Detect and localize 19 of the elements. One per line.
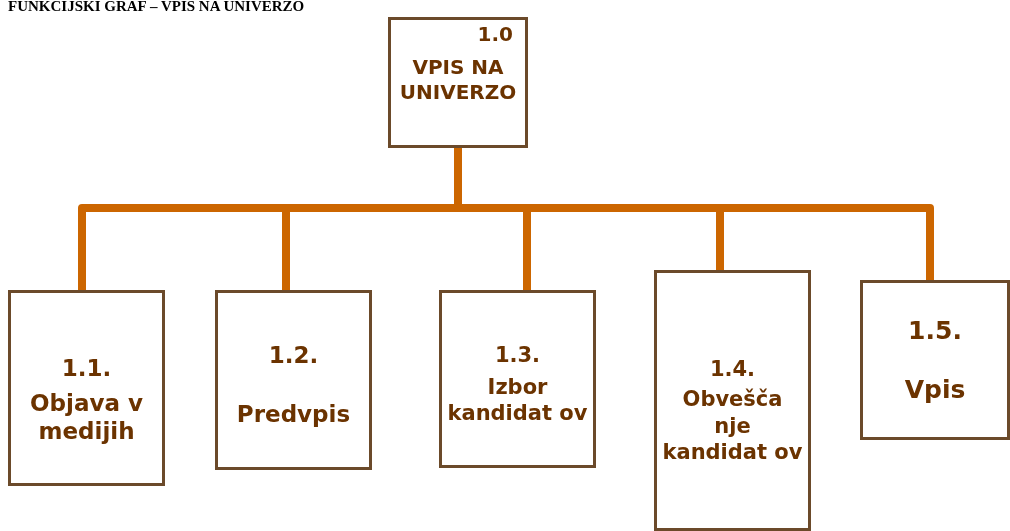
title: FUNKCIJSKI GRAF – VPIS NA UNIVERZO bbox=[8, 0, 305, 15]
process-number: 1.1. bbox=[61, 353, 112, 383]
process-box bbox=[8, 290, 165, 486]
root-process-box bbox=[388, 17, 528, 148]
process-number: 1.4. bbox=[709, 356, 756, 383]
process-box bbox=[215, 290, 372, 470]
process-label: VPIS NA UNIVERZO bbox=[398, 55, 518, 105]
process-number: 1.0 bbox=[477, 22, 513, 47]
process-box bbox=[654, 270, 811, 531]
process-label: Obvešča nje kandidat ov bbox=[661, 386, 804, 465]
process-number: 1.3. bbox=[494, 341, 541, 368]
process-label: Objava v medijih bbox=[29, 388, 144, 447]
process-number: 1.5. bbox=[908, 314, 962, 346]
process-box bbox=[439, 290, 596, 468]
process-number: 1.2. bbox=[268, 341, 319, 370]
process-label: Predvpis bbox=[235, 400, 352, 429]
process-label: Vpis bbox=[903, 374, 967, 406]
process-box bbox=[860, 280, 1010, 440]
process-label: Izbor kandidat ov bbox=[446, 373, 589, 427]
